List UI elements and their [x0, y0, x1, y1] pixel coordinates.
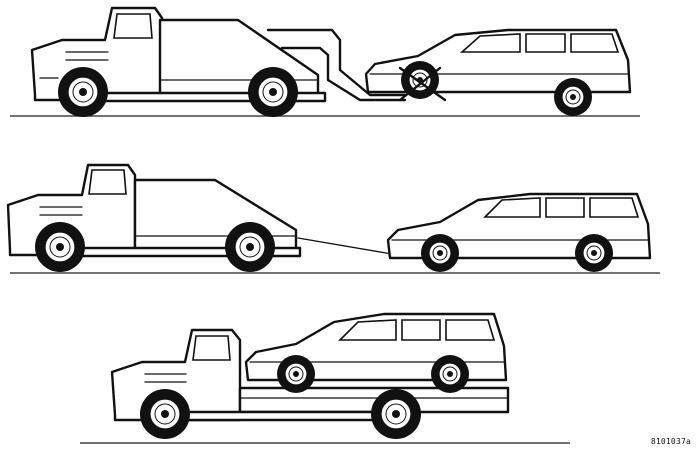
car-window-cargo	[571, 34, 618, 52]
panel-flatbed	[80, 314, 570, 443]
truck-cab-window	[89, 170, 126, 194]
car-window-cargo	[590, 198, 638, 217]
panel-cable-tow	[8, 165, 660, 273]
truck-rear-wheel	[371, 389, 421, 439]
car-window-rear	[526, 34, 565, 52]
car-front-wheel	[421, 234, 459, 272]
towed-car	[366, 30, 630, 116]
car-rear-wheel	[554, 78, 592, 116]
tow-truck	[8, 165, 300, 272]
tow-cable	[298, 238, 392, 254]
towed-car	[388, 194, 650, 272]
truck-cab-window	[193, 336, 230, 360]
truck-front-wheel	[140, 389, 190, 439]
truck-cab-window	[114, 14, 152, 38]
car-window-rear	[546, 198, 584, 217]
truck-front-wheel	[35, 222, 85, 272]
car-window-cargo	[446, 320, 494, 340]
figure-code-label: 8101037a	[651, 437, 691, 446]
truck-rear-wheel	[248, 67, 298, 117]
truck-front-wheel	[58, 67, 108, 117]
car-window-rear	[402, 320, 440, 340]
car-front-wheel	[277, 355, 315, 393]
truck-rear-wheel	[225, 222, 275, 272]
carried-car	[246, 314, 506, 393]
car-rear-wheel	[575, 234, 613, 272]
tow-truck	[32, 8, 405, 117]
car-rear-wheel	[431, 355, 469, 393]
panel-wheel-lift-tow	[10, 8, 640, 117]
